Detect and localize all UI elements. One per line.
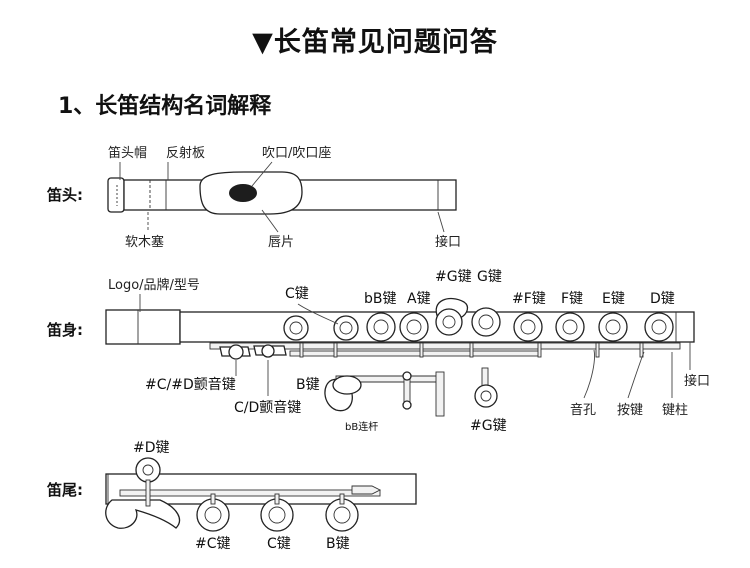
body-section-label: 笛身: [46, 321, 83, 339]
e-key-label: E键 [602, 291, 625, 307]
key-label: 按键 [617, 403, 643, 418]
cork-label: 软木塞 [125, 234, 164, 250]
foot-csharp-cup [196, 493, 230, 532]
embouchure-hole [229, 184, 257, 202]
c-key-cup [283, 315, 309, 341]
a-key-cup [399, 312, 429, 342]
fsharp-key-label: #F键 [512, 291, 546, 307]
foot-dsharp-label: #D键 [133, 440, 170, 456]
g-key-cup [471, 307, 501, 337]
f-key-cup [555, 312, 585, 342]
post-label: 键柱 [662, 403, 688, 418]
gsharp-key-cup [435, 297, 469, 336]
gsharp-lower-key [474, 367, 498, 408]
tone-hole-label: 音孔 [570, 402, 596, 418]
foot-section-label: 笛尾: [46, 481, 83, 499]
csharp-d-trill-label: #C/#D颤音键 [145, 376, 236, 393]
embouchure-label: 吹口/吹口座 [262, 146, 331, 161]
g-key-label: G键 [477, 269, 502, 285]
d-key-cup [644, 312, 674, 342]
crown-label: 笛头帽 [108, 145, 147, 161]
body-drawing [105, 297, 695, 417]
foot-b-cup [325, 493, 359, 532]
foot-c-label: C键 [267, 536, 291, 552]
headjoint-drawing [107, 171, 457, 215]
b-key-label: B键 [296, 377, 320, 393]
page-title: ▼长笛常见问题问答 [252, 27, 498, 58]
head-tenon-label: 接口 [435, 234, 461, 250]
footjoint-drawing [105, 457, 417, 532]
logo-label: Logo/品牌/型号 [108, 277, 200, 293]
key-rod [209, 342, 681, 350]
reflector-label: 反射板 [166, 145, 205, 161]
bb-key-label: bB键 [364, 291, 397, 307]
headjoint-section-label: 笛头: [46, 186, 83, 204]
d-key-label: D键 [650, 291, 675, 307]
a-key-label: A键 [407, 291, 431, 307]
gsharp-top-label: #G键 [435, 269, 472, 285]
crown [107, 177, 125, 213]
dsharp-key [105, 457, 181, 529]
fsharp-key-cup [513, 312, 543, 342]
bb-key-cup [333, 315, 359, 341]
b-thumb-key [324, 371, 445, 417]
lip-plate-label: 唇片 [268, 235, 294, 250]
c-key-label: C键 [285, 286, 309, 302]
foot-b-label: B键 [326, 536, 350, 552]
foot-c-cup [260, 493, 294, 532]
f-key-label: F键 [561, 291, 583, 307]
foot-csharp-label: #C键 [195, 536, 231, 552]
bb-lever-label: bB连杆 [345, 420, 378, 433]
c-d-trill-label: C/D颤音键 [234, 399, 301, 416]
section-title: 1、长笛结构名词解释 [58, 94, 272, 119]
gsharp-bottom-label: #G键 [470, 418, 507, 434]
body-logo-section [105, 309, 181, 345]
b-key-cup [366, 312, 396, 342]
e-key-cup [598, 312, 628, 342]
body-tenon-label: 接口 [684, 373, 710, 389]
